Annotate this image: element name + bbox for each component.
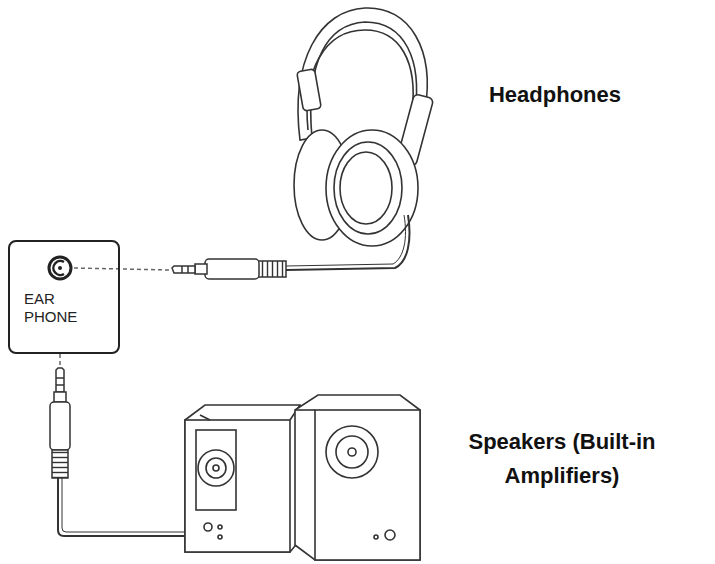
dashed-link	[74, 268, 170, 270]
jack-panel: EAR PHONE	[8, 240, 120, 354]
headphone-plug	[172, 259, 286, 279]
port-label: EAR PHONE	[24, 290, 94, 326]
jack-symbol	[49, 257, 71, 279]
headphones-illustration	[286, 8, 434, 270]
speaker-plug	[50, 368, 186, 536]
device-label: Speakers (Built-in Amplifiers)	[414, 425, 710, 493]
speakers-illustration	[185, 395, 420, 560]
device-label: Headphones	[440, 78, 670, 112]
dashed-link	[59, 354, 61, 368]
